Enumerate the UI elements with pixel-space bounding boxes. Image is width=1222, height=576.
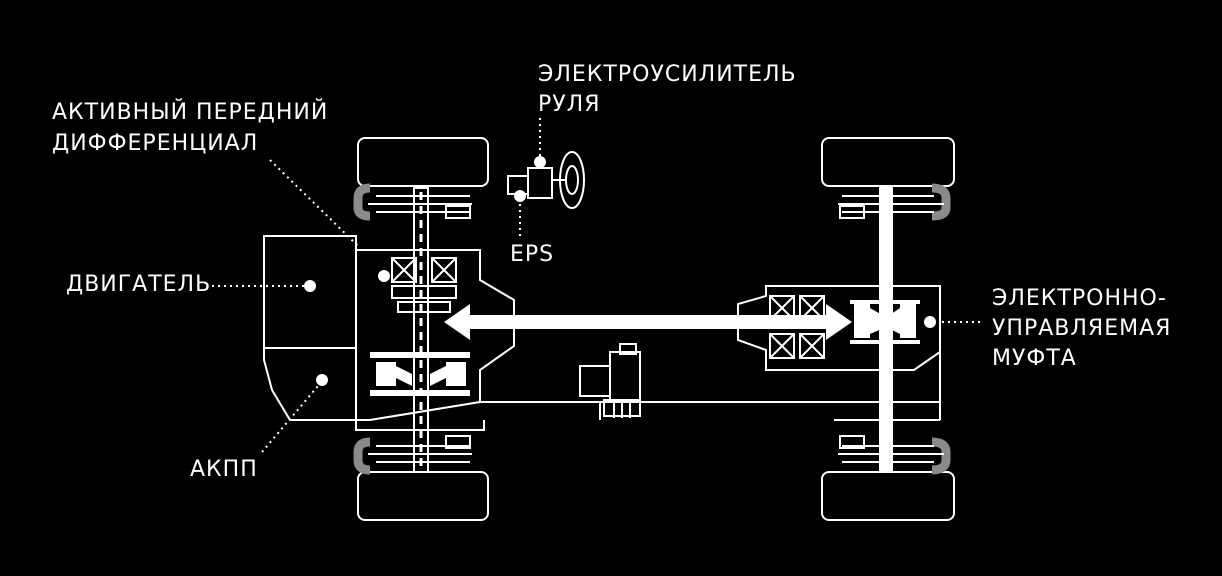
rear-coupling-housing: [737, 285, 941, 371]
front-left-wheel: [357, 137, 489, 187]
coupling-dot: [924, 316, 936, 328]
diff-label-line2: ДИФФЕРЕНЦИАЛ: [52, 131, 259, 156]
coupling-label-line1: ЭЛЕКТРОННО-: [992, 286, 1167, 311]
eps-dot: [514, 190, 526, 202]
coupling-label-line3: МУФТА: [992, 346, 1077, 371]
front-differential-housing: [355, 249, 515, 421]
diff-dot: [378, 270, 390, 282]
rear-left-wheel: [821, 137, 955, 187]
front-right-wheel: [357, 471, 489, 521]
gearbox-dot: [316, 374, 328, 386]
gearbox-block: [263, 347, 357, 421]
wheel-hubs: [353, 183, 951, 475]
front-axle-shaft: [413, 187, 429, 473]
steering-label-line1: ЭЛЕКТРОУСИЛИТЕЛЬ: [538, 62, 797, 87]
chassis-frame: [355, 352, 941, 431]
engine-dot: [304, 280, 316, 292]
propeller-shaft: [444, 304, 852, 340]
leader-lines: [212, 118, 980, 453]
steering-dot: [534, 156, 546, 168]
coupling-label-line2: УПРАВЛЯЕМАЯ: [992, 316, 1172, 341]
rear-diff-gears: [850, 300, 920, 344]
eps-label: EPS: [510, 242, 555, 267]
rear-axle-shaft: [879, 187, 893, 473]
callout-dots: [304, 156, 936, 386]
gearbox-label: АКПП: [190, 457, 258, 482]
diff-label-line1: АКТИВНЫЙ ПЕРЕДНИЙ: [52, 100, 329, 125]
central-module: [579, 343, 641, 418]
engine-label: ДВИГАТЕЛЬ: [66, 272, 212, 297]
rear-right-wheel: [821, 471, 955, 521]
front-diff-gears: [370, 352, 470, 396]
steering-label-line2: РУЛЯ: [538, 92, 601, 117]
